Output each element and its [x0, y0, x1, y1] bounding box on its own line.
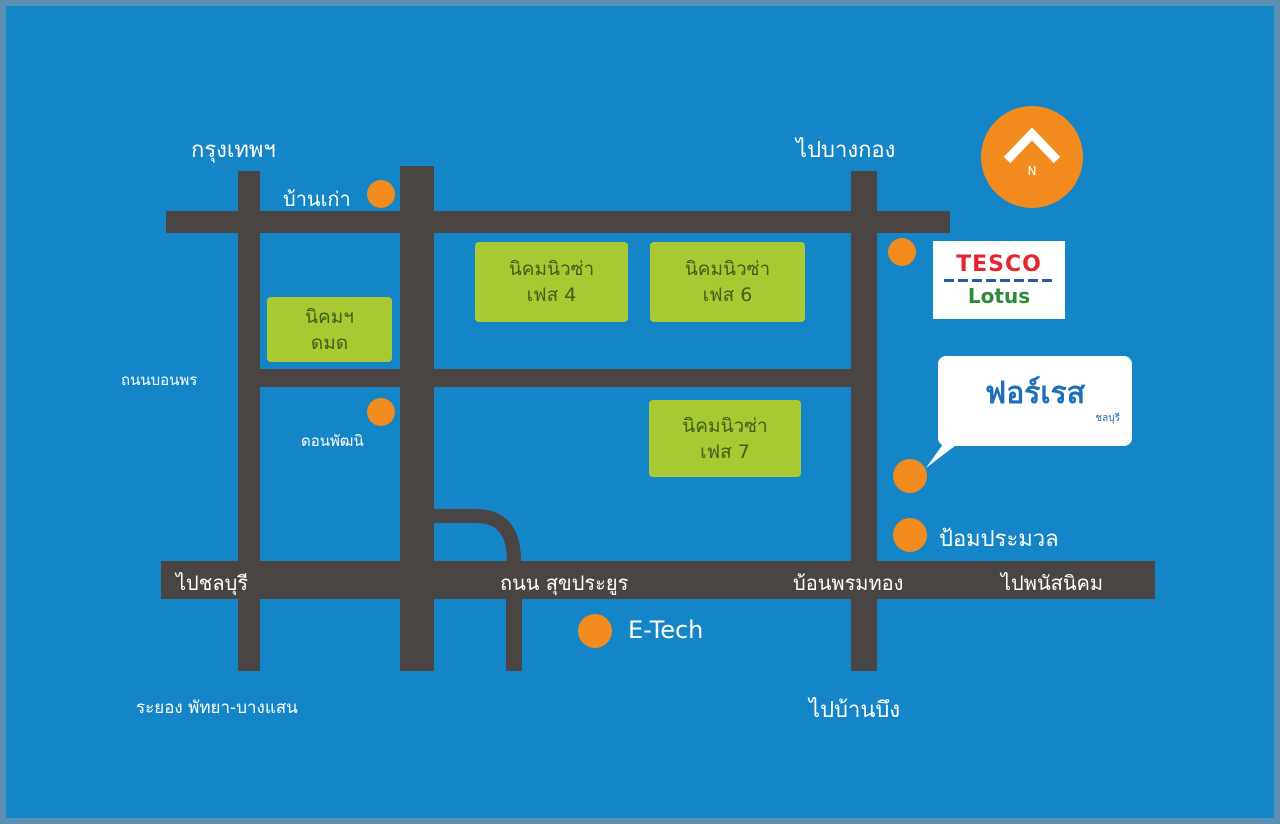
destination-brand: ฟอร์เรส	[984, 375, 1086, 411]
north-compass: N	[981, 106, 1083, 208]
label-road-west: ไปชลบุรี	[176, 571, 249, 595]
label-left-dot: ดอนพัฒนิ	[301, 432, 364, 450]
destination-callout: ฟอร์เรส ชลบุรี	[938, 356, 1132, 446]
road-west-vertical	[238, 171, 260, 671]
block-line2: เฟส 6	[702, 284, 753, 306]
marker-dot	[367, 398, 395, 426]
tesco-lotus-logo: TESCO Lotus	[933, 241, 1065, 319]
industrial-block-phase-7: นิคมนิวซ่า เฟส 7	[649, 400, 801, 477]
label-road-far-east: ไปพนัสนิคม	[1001, 571, 1104, 595]
industrial-block-west: นิคมฯ ดมด	[267, 297, 392, 362]
label-to-banbueng: ไปบ้านบึง	[809, 698, 901, 723]
block-line1: นิคมนิวซ่า	[682, 414, 768, 437]
block-line2: เฟส 7	[700, 440, 750, 463]
label-near-dot: บ้านเก่า	[283, 187, 351, 211]
marker-dot	[893, 518, 927, 552]
road-north-horizontal	[166, 211, 950, 233]
tesco-wordmark: TESCO	[956, 252, 1042, 277]
road-middle-horizontal	[238, 369, 856, 387]
label-left-road: ถนนบอนพร	[121, 371, 198, 389]
industrial-block-phase-4: นิคมนิวซ่า เฟส 4	[475, 242, 628, 322]
tesco-stripes	[944, 277, 1054, 285]
location-map: นิคมนิวซ่า เฟส 4 นิคมนิวซ่า เฟส 6 นิคมฯ …	[6, 6, 1274, 818]
label-etech: E-Tech	[628, 616, 704, 644]
block-line1: นิคมนิวซ่า	[684, 258, 771, 280]
marker-dot	[888, 238, 916, 266]
block-line1: นิคมนิวซ่า	[508, 258, 595, 280]
label-east-dot: ป้อมประมวล	[939, 527, 1059, 552]
road-branch-stub	[506, 561, 522, 671]
north-label: N	[1027, 164, 1037, 178]
block-line1: นิคมฯ	[305, 305, 354, 328]
label-to-bangkong: ไปบางกอง	[796, 138, 896, 163]
block-line2: เฟส 4	[526, 284, 577, 306]
label-bangkok: กรุงเทพฯ	[191, 138, 276, 163]
marker-dot	[367, 180, 395, 208]
road-sukprayoon	[161, 561, 1155, 599]
label-rayong-pattaya: ระยอง พัทยา-บางแสน	[136, 698, 298, 718]
destination-sub: ชลบุรี	[1095, 412, 1120, 424]
block-line2: ดมด	[310, 331, 349, 354]
north-arrow-icon	[1003, 127, 1061, 164]
lotus-wordmark: Lotus	[967, 284, 1031, 308]
marker-dot	[893, 459, 927, 493]
label-road-sukprayoon: ถนน สุขประยูร	[500, 571, 629, 595]
label-road-east: บ้อนพรมทอง	[793, 571, 904, 595]
industrial-block-phase-6: นิคมนิวซ่า เฟส 6	[650, 242, 805, 322]
marker-dot	[578, 614, 612, 648]
